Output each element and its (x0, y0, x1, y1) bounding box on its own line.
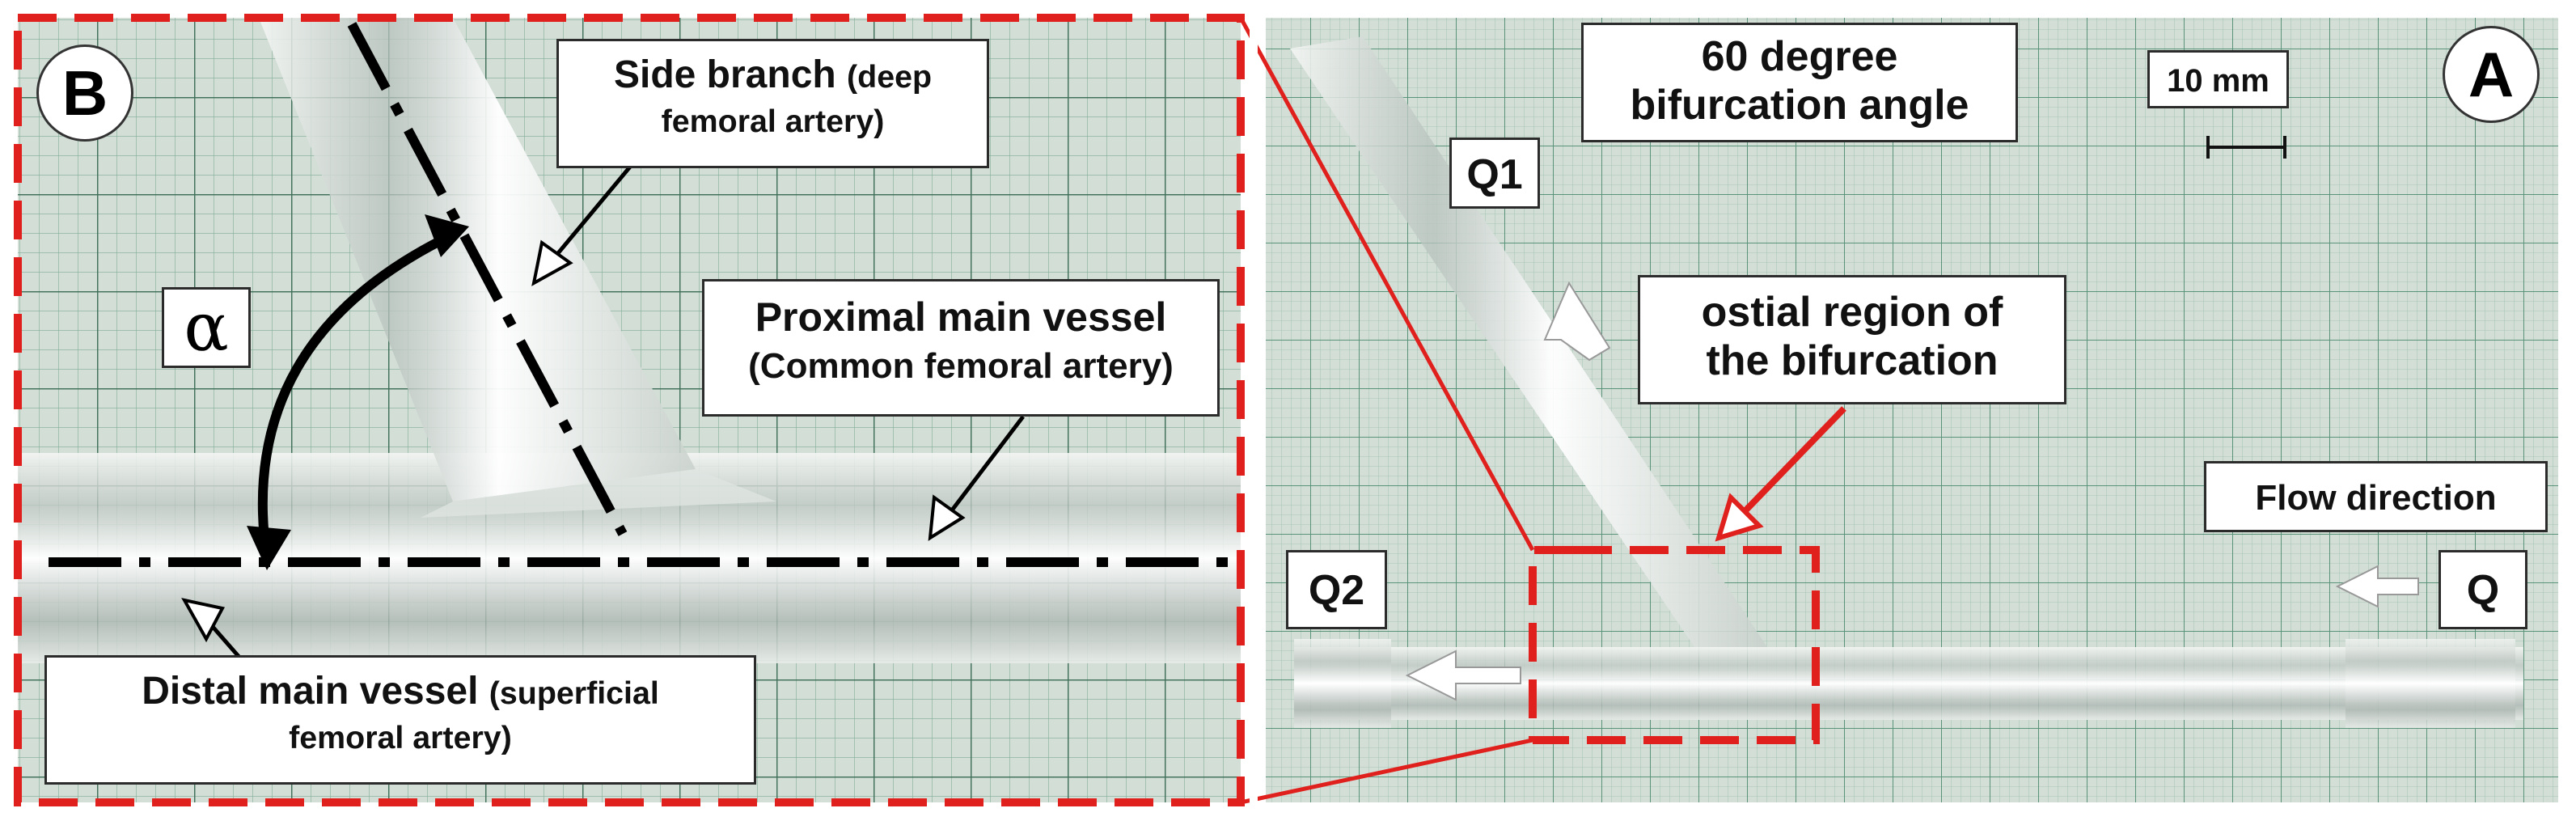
zoom-line-top (1238, 16, 1535, 552)
q-label: Q (2439, 550, 2527, 629)
angle-title-line1: 60 degree (1701, 33, 1898, 80)
panel-a (1266, 18, 2558, 802)
panel-b-badge: B (36, 44, 133, 142)
flow-arrow-q (2335, 565, 2419, 608)
proximal-line2: (Common femoral artery) (748, 345, 1174, 386)
ostial-line1: ostial region of (1701, 289, 2003, 336)
ostial-line2: the bifurcation (1706, 336, 1999, 384)
branch-centerline (347, 22, 628, 536)
ostial-region-label: ostial region of the bifurcation (1638, 275, 2066, 404)
scale-bar-label: 10 mm (2147, 50, 2289, 108)
distal-paren: (superficial (489, 675, 659, 711)
ostial-box (1529, 546, 1573, 740)
angle-title-line2: bifurcation angle (1630, 81, 1969, 129)
distal-vessel-label: Distal main vessel (superficial femoral … (44, 655, 756, 785)
flow-arrow-q1 (1543, 281, 1611, 362)
proximal-vessel-label: Proximal main vessel (Common femoral art… (702, 279, 1220, 417)
distal-main: Distal main vessel (142, 670, 479, 713)
side-branch-main: Side branch (613, 53, 836, 96)
distal-line2: femoral artery) (289, 720, 512, 756)
flow-arrow-q2 (1405, 650, 1521, 701)
proximal-line1: Proximal main vessel (755, 294, 1167, 340)
panel-b-frame (14, 14, 1245, 806)
angle-arc (257, 230, 455, 559)
flow-direction-label: Flow direction (2204, 461, 2548, 532)
zoom-line-bottom (1240, 738, 1533, 805)
side-branch-label: Side branch (deep femoral artery) (556, 39, 989, 168)
q1-label: Q1 (1449, 138, 1540, 209)
side-branch-paren: (deep (847, 59, 933, 95)
panel-a-badge: A (2443, 26, 2540, 123)
side-branch-a (1290, 36, 1767, 647)
angle-title-label: 60 degree bifurcation angle (1581, 23, 2018, 142)
q2-label: Q2 (1286, 550, 1387, 629)
side-branch-line2: femoral artery) (661, 104, 885, 140)
angle-alpha-label: α (162, 287, 251, 368)
